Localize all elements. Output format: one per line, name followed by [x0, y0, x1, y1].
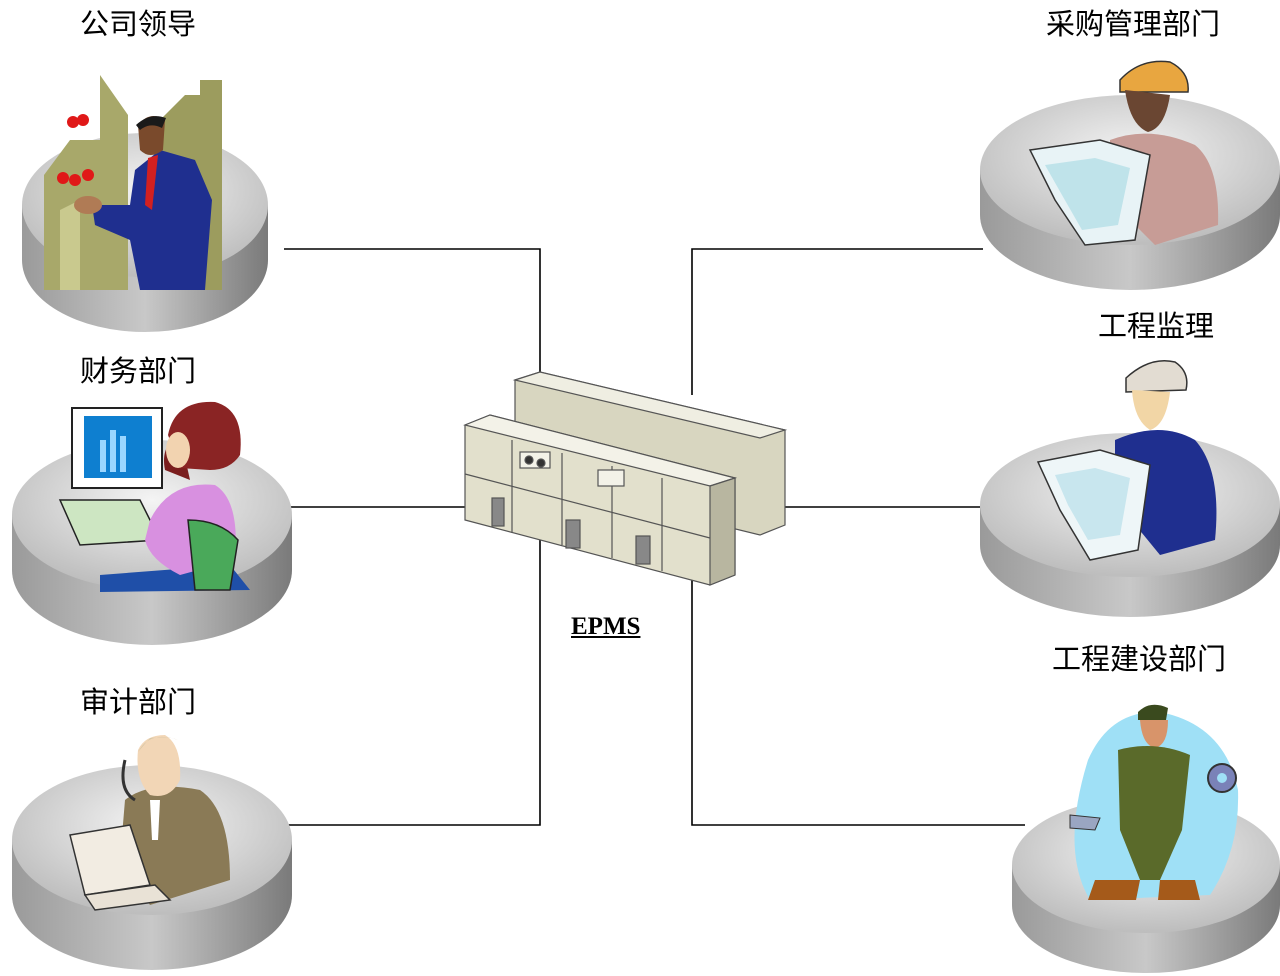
connector-leadership	[284, 248, 541, 388]
node-label-finance: 财务部门	[80, 354, 197, 388]
center-system-label: EPMS	[571, 613, 641, 640]
connector-construction	[691, 580, 1025, 826]
connector-audit	[284, 538, 541, 826]
supervisor-with-blueprint-icon	[1036, 360, 1217, 561]
node-label-construction: 工程建设部门	[1052, 642, 1227, 676]
server-cabinets-icon	[463, 371, 788, 586]
connector-procurement	[691, 248, 983, 395]
worker-with-tools-icon	[1069, 704, 1239, 900]
node-label-supervision: 工程监理	[1098, 309, 1215, 343]
businessman-icon	[44, 75, 222, 290]
woman-at-computer-icon	[58, 401, 250, 592]
node-label-leadership: 公司领导	[80, 7, 197, 41]
node-label-audit: 审计部门	[80, 685, 197, 719]
man-on-phone-icon	[69, 735, 230, 911]
connectors	[270, 248, 1025, 826]
engineer-with-blueprint-icon	[1028, 60, 1219, 246]
node-label-procurement: 采购管理部门	[1046, 7, 1221, 41]
